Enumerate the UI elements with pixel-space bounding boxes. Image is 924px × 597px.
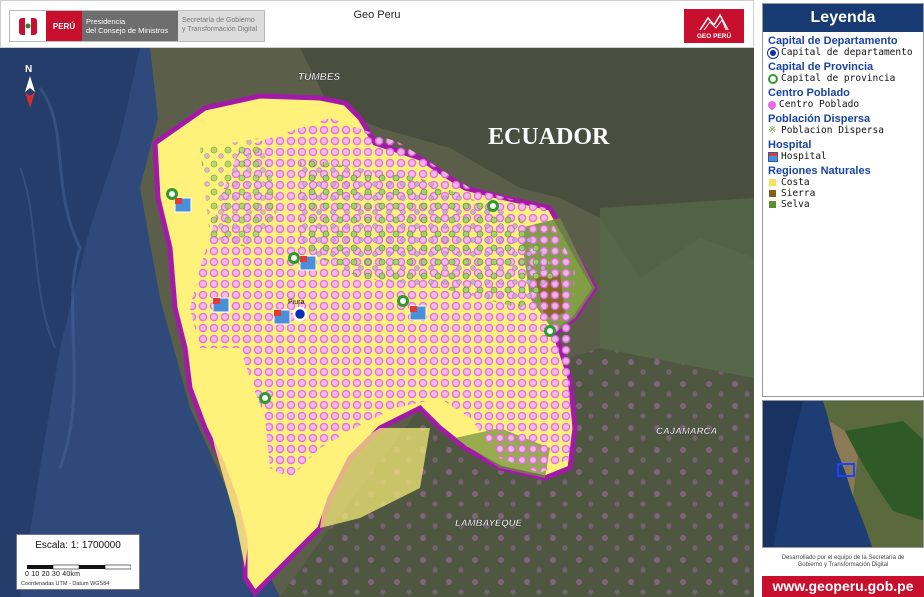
legend-group-dispersed: Población Dispersa ※ Poblacion Dispersa <box>763 113 923 136</box>
secretariat-line-1: Secretaría de Gobierno <box>182 17 255 24</box>
cajamarca-label: CAJAMARCA <box>656 426 717 437</box>
hospital-markers <box>174 197 427 325</box>
minimap-image <box>763 401 923 547</box>
ecuador-label: ECUADOR <box>488 124 610 150</box>
sierra-swatch <box>769 190 776 197</box>
geoperu-badge-label: GEO PERÚ <box>696 33 732 40</box>
legend-group-title: Capital de Departamento <box>768 35 898 47</box>
centro-poblado-icon <box>766 98 778 111</box>
legend-item-label: Capital de departamento <box>781 47 913 58</box>
scale-ticks: 0 10 20 30 40km <box>25 571 81 578</box>
website-link[interactable]: www.geoperu.gob.pe <box>762 576 924 597</box>
secretariat-line-2: y Transformación Digital <box>182 25 258 33</box>
credit-line-1: Desarrollado por el equipo de la Secreta… <box>781 555 905 561</box>
pcm-label: Presidencia del Consejo de Ministros <box>82 11 178 41</box>
legend-item-label: Costa <box>781 177 810 188</box>
pcm-line-1: Presidencia <box>86 17 126 26</box>
legend-group-title: Centro Poblado <box>768 87 850 99</box>
page-title: Geo Peru <box>353 9 401 21</box>
legend-panel: Leyenda Capital de Departamento Capital … <box>762 3 924 397</box>
piura-label: Piura <box>288 299 304 306</box>
legend-item-label: Capital de provincia <box>781 73 896 84</box>
map-canvas[interactable]: Piura TUMBES ECUADOR CAJAMARCA LAMBAYEQU… <box>0 48 754 597</box>
legend-group-department: Capital de Departamento Capital de depar… <box>763 35 923 58</box>
mountain-logo-icon <box>699 13 729 31</box>
legend-group-regions: Regiones Naturales Costa Sierra Selva <box>763 165 923 210</box>
footer-credit: Desarrollado por el equipo de la Secreta… <box>762 551 924 575</box>
dispersed-population-icon: ※ <box>768 124 777 136</box>
department-capital-icon <box>768 47 778 58</box>
peru-emblem-icon <box>10 11 46 41</box>
geoperu-badge: GEO PERÚ <box>684 9 744 43</box>
pcm-line-2: del Consejo de Ministros <box>86 26 169 35</box>
credit-line-2: Gobierno y Transformación Digital <box>797 562 889 568</box>
legend-group-title: Población Dispersa <box>768 113 871 125</box>
legend-item-label: Centro Poblado <box>779 99 860 110</box>
north-arrow-icon: N <box>25 64 35 108</box>
legend-group-hospital: Hospital Hospital <box>763 139 923 162</box>
selva-swatch <box>769 201 776 208</box>
secretariat-label: Secretaría de Gobierno y Transformación … <box>178 11 264 41</box>
scale-bar <box>27 564 131 570</box>
header-bar: PERÚ Presidencia del Consejo de Ministro… <box>0 0 754 48</box>
legend-title: Leyenda <box>763 4 923 32</box>
legend-group-title: Regiones Naturales <box>768 165 871 177</box>
peru-tag: PERÚ <box>46 11 82 41</box>
overview-minimap[interactable] <box>762 400 924 548</box>
costa-swatch <box>769 179 776 186</box>
scale-title: Escala: 1: 1700000 <box>35 540 121 551</box>
scale-box: Escala: 1: 1700000 0 10 20 30 40km Coord… <box>16 534 140 590</box>
tumbes-label: TUMBES <box>298 72 341 83</box>
legend-item-label: Sierra <box>781 188 816 199</box>
hospital-icon <box>768 151 778 162</box>
map-layers: Piura TUMBES ECUADOR CAJAMARCA LAMBAYEQU… <box>0 48 754 597</box>
legend-item-label: Poblacion Dispersa <box>781 125 884 136</box>
legend-item-label: Selva <box>781 199 810 210</box>
legend-group-centro-poblado: Centro Poblado Centro Poblado <box>763 87 923 111</box>
province-capital-icon <box>768 73 778 84</box>
svg-text:N: N <box>25 64 32 75</box>
minimap-extent-box[interactable] <box>837 463 855 477</box>
legend-group-province: Capital de Provincia Capital de provinci… <box>763 61 923 84</box>
lambayeque-label: LAMBAYEQUE <box>455 518 523 529</box>
legend-group-title: Hospital <box>768 139 812 151</box>
department-capital-marker[interactable] <box>292 306 308 322</box>
institution-logo: PERÚ Presidencia del Consejo de Ministro… <box>9 10 265 42</box>
scale-coordinates: Coordenadas UTM - Datum WGS84 <box>21 581 110 587</box>
legend-item-label: Hospital <box>781 151 827 162</box>
legend-group-title: Capital de Provincia <box>768 61 874 73</box>
province-capital-markers <box>166 188 556 404</box>
